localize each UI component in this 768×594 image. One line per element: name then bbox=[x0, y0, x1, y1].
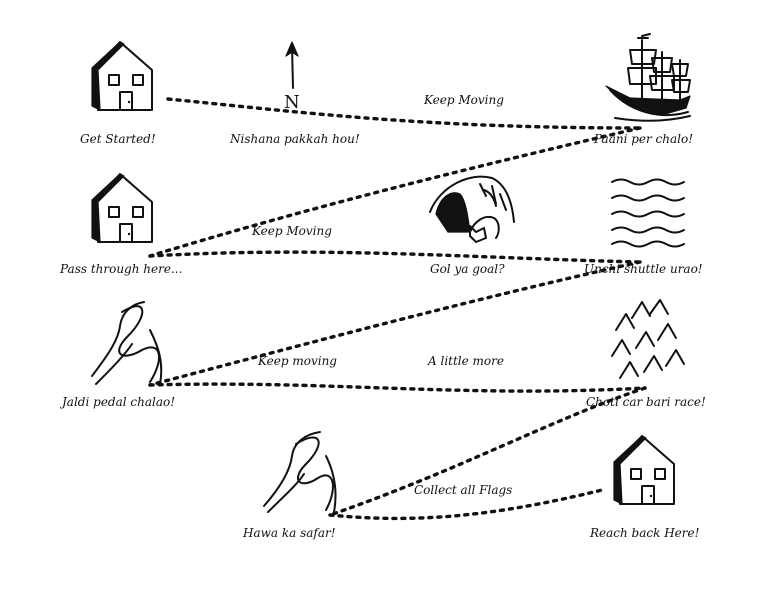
mountains-icon bbox=[611, 299, 685, 379]
path-label-keep-moving-2: Keep Moving bbox=[251, 224, 332, 238]
stop-label-road2: Hawa ka safar! bbox=[242, 526, 336, 540]
winding-road-icon bbox=[263, 431, 337, 513]
stop-label-ship: Paani per chalo! bbox=[593, 132, 693, 146]
house-icon bbox=[613, 435, 675, 505]
stop-label-house2: Pass through here... bbox=[59, 262, 182, 276]
dotted-trail bbox=[148, 97, 647, 521]
trail-segment bbox=[328, 386, 647, 517]
path-label-a-little-more: A little more bbox=[427, 354, 504, 368]
path-label-keep-moving-1: Keep Moving bbox=[423, 93, 504, 107]
house-icon bbox=[91, 41, 153, 111]
stop-label-compass: Nishana pakkah hou! bbox=[229, 132, 360, 146]
trail-segment bbox=[328, 488, 604, 521]
trail-segment bbox=[148, 260, 642, 387]
path-label-keep-moving-3: Keep moving bbox=[257, 354, 337, 368]
trail-segment bbox=[166, 97, 642, 130]
path-label-collect-flags: Collect all Flags bbox=[414, 483, 512, 497]
winding-road-icon bbox=[91, 301, 163, 385]
stop-label-waves: Unchi shuttle urao! bbox=[584, 262, 703, 276]
ship-icon bbox=[605, 33, 691, 122]
trail-segment bbox=[148, 250, 642, 264]
stop-label-start: Get Started! bbox=[80, 132, 156, 146]
compass-letter: N bbox=[284, 92, 300, 113]
stop-label-cave: Gol ya goal? bbox=[430, 262, 505, 276]
trail-segment bbox=[148, 126, 642, 258]
trail-segment bbox=[148, 382, 647, 393]
stop-label-mountains: Choti car bari race! bbox=[586, 395, 706, 409]
cave-icon bbox=[429, 175, 515, 243]
stop-label-finish: Reach back Here! bbox=[589, 526, 700, 540]
stop-label-road1: Jaldi pedal chalao! bbox=[59, 395, 175, 409]
north-arrow-icon: N bbox=[284, 41, 300, 113]
waves-icon bbox=[611, 178, 685, 248]
house-icon bbox=[91, 173, 153, 243]
